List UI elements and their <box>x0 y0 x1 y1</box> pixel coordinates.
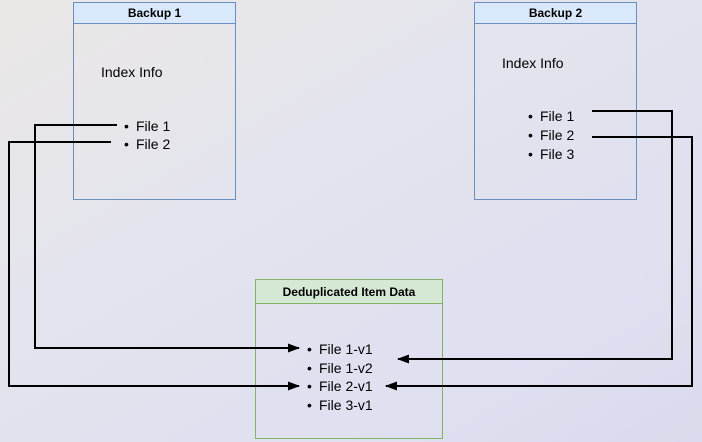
file-list-item: File 1-v1 <box>307 340 373 359</box>
file-list-item: File 1 <box>528 107 574 126</box>
backup1-title: Backup 1 <box>74 3 235 24</box>
backup2-title: Backup 2 <box>475 3 636 24</box>
backup2-file-list: File 1File 2File 3 <box>528 107 574 164</box>
backup2-box: Backup 2 Index Info File 1File 2File 3 <box>474 2 637 200</box>
backup1-box: Backup 1 Index Info File 1File 2 <box>73 2 236 200</box>
dedup-item-list: File 1-v1File 1-v2File 2-v1File 3-v1 <box>307 340 373 414</box>
backup1-index-info-label: Index Info <box>101 64 163 80</box>
file-list-item: File 1-v2 <box>307 359 373 378</box>
file-list-item: File 2-v1 <box>307 377 373 396</box>
file-list-item: File 1 <box>124 117 170 135</box>
backup2-index-info-label: Index Info <box>502 55 564 71</box>
file-list-item: File 3 <box>528 145 574 164</box>
dedup-title: Deduplicated Item Data <box>256 280 442 304</box>
file-list-item: File 3-v1 <box>307 396 373 415</box>
deduplicated-item-data-box: Deduplicated Item Data File 1-v1File 1-v… <box>255 279 443 439</box>
backup1-file-list: File 1File 2 <box>124 117 170 153</box>
file-list-item: File 2 <box>124 135 170 153</box>
file-list-item: File 2 <box>528 126 574 145</box>
